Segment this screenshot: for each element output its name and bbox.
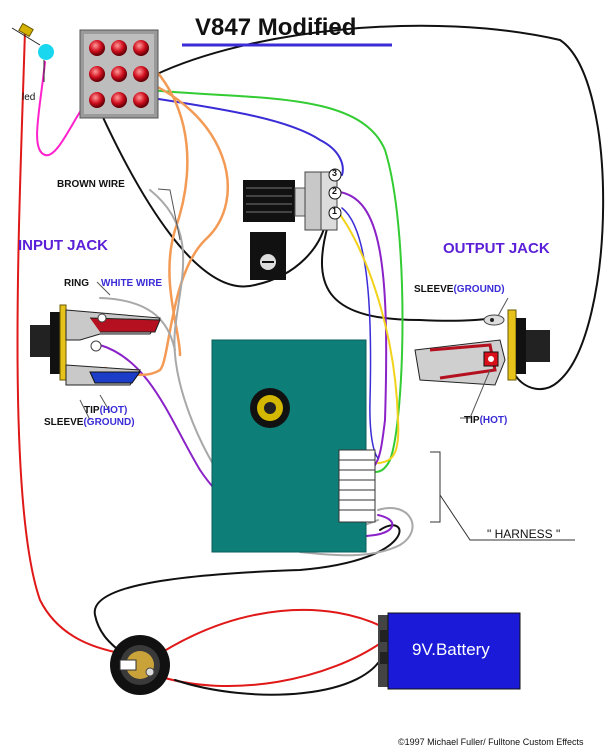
lug [133, 66, 149, 82]
output-tip-label: TIP(HOT) [464, 415, 507, 426]
battery-label: 9V.Battery [412, 640, 490, 659]
output-hot-text: (HOT) [479, 415, 508, 426]
ring-label: RING [64, 278, 89, 289]
lug [133, 92, 149, 108]
output-ground-text: (GROUND) [453, 284, 505, 295]
yellow-wire [337, 211, 400, 464]
output-sleeve-text: SLEEVE [414, 284, 454, 295]
diagram-title: V847 Modified [195, 14, 357, 41]
circuit-board [211, 339, 376, 553]
input-tip-text: TIP [84, 405, 100, 416]
white-wire-label: WHITE WIRE [101, 278, 163, 289]
harness-bracket [430, 451, 575, 541]
footswitch-3pdt [79, 29, 159, 119]
pot-pin-2-label: 2 [332, 186, 338, 196]
lug [89, 92, 105, 108]
black-wire-switch-to-pot [94, 99, 326, 288]
pot-pin-1-label: 1 [332, 206, 338, 216]
output-jack-label: OUTPUT JACK [443, 240, 550, 257]
input-sleeve-text: SLEEVE [44, 417, 84, 428]
lug [133, 40, 149, 56]
pot-pin-2 [328, 186, 342, 200]
pot-pin-3 [328, 168, 342, 182]
output-tip-text: TIP [464, 415, 480, 426]
output-jack [414, 309, 550, 386]
battery-9v [378, 612, 521, 690]
lug [111, 92, 127, 108]
black-wire-pot-to-output [320, 224, 494, 322]
orange-wire [103, 73, 229, 377]
gray-harness-lower [299, 507, 414, 557]
blue-wire-switch-to-pot [151, 97, 344, 176]
potentiometer [243, 171, 338, 280]
led-icon [11, 22, 54, 82]
black-wire-battery [174, 649, 386, 696]
input-tip-label: TIP(HOT) [84, 405, 127, 416]
gray-white-wire-ring [99, 297, 176, 351]
input-sleeve-label: SLEEVE(GROUND) [44, 417, 135, 428]
lug [89, 40, 105, 56]
dc-power-jack [110, 635, 170, 695]
pot-pin-markers [328, 168, 342, 220]
leader-lines [79, 188, 509, 421]
led-label: led [22, 92, 36, 103]
black-wire-switch-to-output [154, 24, 605, 390]
brown-wire-label: BROWN WIRE [57, 179, 125, 190]
copyright-text: ©1997 Michael Fuller/ Fulltone Custom Ef… [398, 737, 584, 747]
red-wire-led-to-dc-jack [16, 29, 131, 656]
pot-pin-1 [328, 206, 342, 220]
input-hot-text: (HOT) [99, 405, 128, 416]
black-wire-ground-loop [93, 524, 401, 661]
orange-wire-2 [116, 38, 189, 357]
harness-label: " HARNESS " [487, 527, 561, 541]
green-wire [149, 89, 404, 473]
lug [111, 66, 127, 82]
output-sleeve-label: SLEEVE(GROUND) [414, 284, 505, 295]
footswitch-lugs [89, 40, 149, 108]
input-jack-label: INPUT JACK [18, 237, 109, 254]
purple-wire-pot [339, 191, 388, 466]
red-wire-jack-to-battery-2 [154, 639, 386, 688]
blue-wire-pot-to-harness [341, 207, 379, 459]
input-jack [30, 304, 161, 386]
input-ground-text: (GROUND) [83, 417, 135, 428]
red-wire-battery-to-jack [149, 608, 386, 661]
lug [111, 40, 127, 56]
lug [89, 66, 105, 82]
pot-pin-3-label: 3 [332, 168, 338, 178]
